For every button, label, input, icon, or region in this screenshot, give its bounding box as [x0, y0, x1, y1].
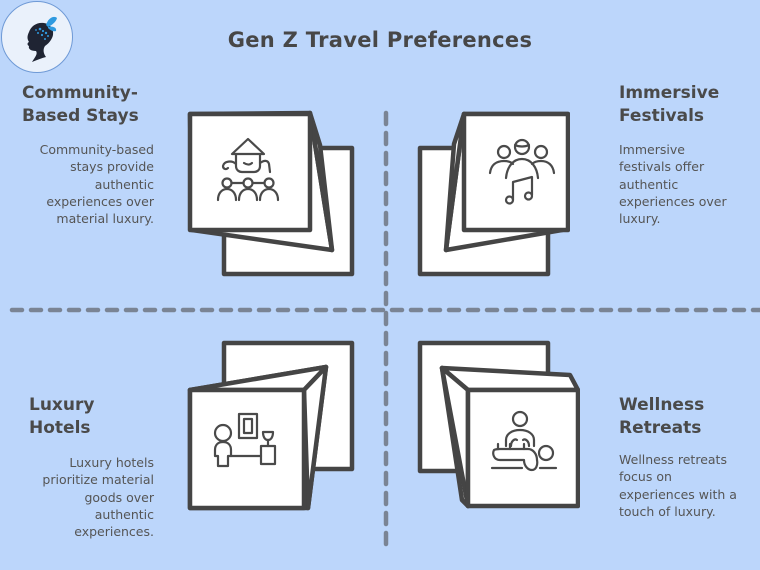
crowd-music-note-icon [488, 138, 556, 205]
description-line: authentic [94, 506, 154, 522]
description-line: experiences. [74, 524, 154, 540]
community-house-people-icon [216, 137, 280, 202]
description-line: luxury. [619, 211, 661, 227]
description-community-based-stays: Community-based stays provide authentic … [8, 141, 154, 227]
description-line: experiences with a [619, 486, 737, 502]
heading-line: Luxury [29, 395, 95, 415]
wellness-retreats-cube [417, 340, 580, 509]
description-line: experiences over [619, 193, 727, 209]
person-art-vase-icon [213, 412, 277, 468]
description-immersive-festivals: Immersive festivals offer authentic expe… [619, 141, 759, 227]
description-line: Luxury hotels [69, 455, 154, 470]
heading-line: Community- [22, 83, 138, 103]
heading-wellness-retreats: Wellness Retreats [619, 394, 704, 440]
description-line: authentic [94, 176, 154, 192]
description-line: Wellness retreats [619, 452, 727, 467]
heading-immersive-festivals: Immersive Festivals [619, 82, 719, 128]
description-line: goods over [84, 489, 154, 505]
woman-silhouette-butterfly-icon [27, 16, 57, 62]
heading-line: Hotels [29, 418, 91, 438]
heading-line: Festivals [619, 106, 705, 126]
description-line: touch of luxury. [619, 503, 716, 519]
description-wellness-retreats: Wellness retreats focus on experiences w… [619, 451, 759, 520]
heading-line: Retreats [619, 418, 702, 438]
heading-line: Based Stays [22, 106, 139, 126]
description-line: festivals offer [619, 159, 705, 175]
description-line: material luxury. [56, 211, 154, 227]
heading-luxury-hotels: Luxury Hotels [29, 394, 94, 440]
description-line: authentic [619, 176, 679, 192]
description-line: Immersive [619, 142, 685, 157]
heading-community-based-stays: Community- Based Stays [22, 82, 139, 128]
heading-line: Immersive [619, 83, 720, 103]
description-line: Community-based [39, 142, 154, 157]
description-line: stays provide [70, 159, 154, 175]
massage-spa-icon [490, 410, 558, 472]
description-line: experiences over [46, 193, 154, 209]
description-luxury-hotels: Luxury hotels prioritize material goods … [6, 454, 154, 540]
page-title: Gen Z Travel Preferences [227, 28, 533, 52]
logo-avatar [1, 1, 73, 73]
description-line: focus on [619, 469, 672, 485]
description-line: prioritize material [42, 472, 154, 488]
heading-line: Wellness [619, 395, 705, 415]
community-stays-cube [187, 110, 355, 277]
